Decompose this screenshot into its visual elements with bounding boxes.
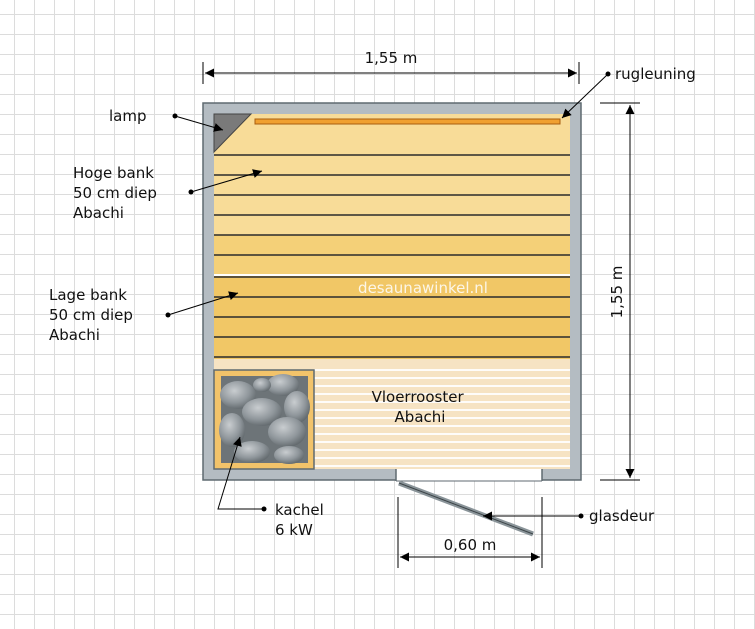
floor-label-1: Vloerrooster (372, 388, 465, 406)
low-bench (214, 274, 570, 359)
door-dimension: 0,60 m (397, 497, 543, 568)
svg-text:Hoge bank 50 cm diep: Hoge bank 50 cm diep Abachi (73, 164, 162, 222)
heater-label-2: 6 kW (275, 521, 313, 539)
door-opening (395, 469, 543, 482)
lamp-label: lamp (109, 107, 147, 125)
depth-label: 1,55 m (608, 266, 626, 319)
width-dimension: 1,55 m (202, 49, 580, 84)
door-label: glasdeur (589, 507, 655, 525)
low-bench-label-3: Abachi (49, 326, 100, 344)
high-bench (214, 114, 570, 275)
svg-text:Lage bank 50 cm diep: Lage bank 50 cm diep Abachi (49, 286, 138, 344)
heater-stones (219, 374, 310, 464)
heater-callout: kachel 6 kW (217, 436, 329, 539)
heater (213, 369, 315, 470)
low-bench-label-2: 50 cm diep (49, 306, 133, 324)
high-bench-label-2: 50 cm diep (73, 184, 157, 202)
low-bench-label-1: Lage bank (49, 286, 127, 304)
floor-label-2: Abachi (395, 408, 446, 426)
backrest (254, 118, 561, 125)
heater-label-1: kachel (275, 501, 324, 519)
door-width-label: 0,60 m (444, 536, 497, 554)
watermark: desaunawinkel.nl (358, 279, 488, 297)
backrest-callout: rugleuning (561, 65, 696, 119)
lamp (213, 113, 253, 154)
high-bench-label-3: Abachi (73, 204, 124, 222)
width-label: 1,55 m (365, 49, 418, 67)
svg-text:kachel 6 kW: kachel 6 kW (275, 501, 329, 539)
high-bench-callout: Hoge bank 50 cm diep Abachi (73, 164, 263, 222)
svg-text:Vloerrooster Abachi: Vloerrooster Abachi (372, 388, 469, 426)
depth-dimension: 1,55 m (600, 102, 640, 481)
low-bench-callout: Lage bank 50 cm diep Abachi (49, 286, 239, 344)
lamp-callout: lamp (109, 107, 224, 132)
high-bench-label-1: Hoge bank (73, 164, 154, 182)
backrest-label: rugleuning (615, 65, 696, 83)
door-callout: glasdeur (483, 507, 655, 525)
